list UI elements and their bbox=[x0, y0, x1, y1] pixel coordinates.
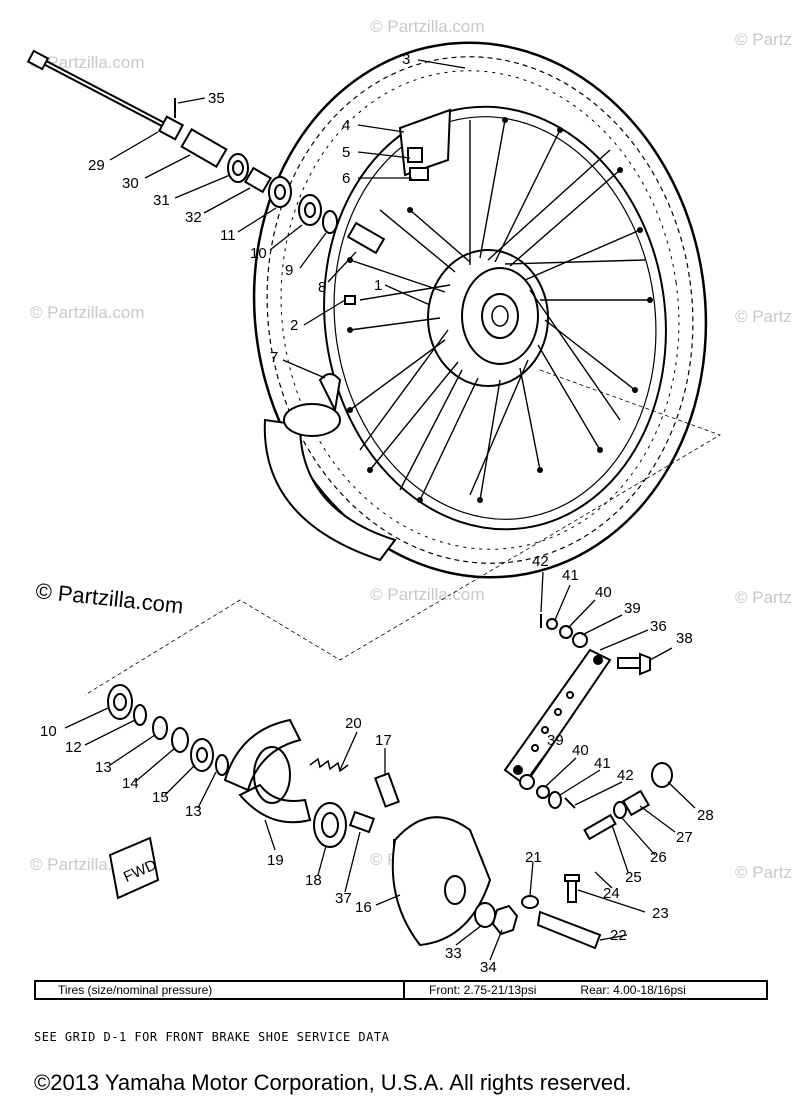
tire-spec-label: Tires (size/nominal pressure) bbox=[36, 982, 405, 998]
callout-42: 42 bbox=[617, 767, 634, 784]
callout-4: 4 bbox=[342, 117, 350, 134]
tube-valve-parts bbox=[398, 108, 452, 181]
callout-40: 40 bbox=[595, 584, 612, 601]
callout-6: 6 bbox=[342, 170, 350, 187]
watermark: © Partz bbox=[735, 307, 792, 326]
callout-1: 1 bbox=[374, 277, 382, 294]
callout-34: 34 bbox=[480, 959, 497, 976]
watermark: © Partz bbox=[735, 863, 792, 882]
callout-20: 20 bbox=[345, 715, 362, 732]
callout-10: 10 bbox=[40, 723, 57, 740]
front-wheel bbox=[252, 41, 708, 579]
leader-lines bbox=[64, 59, 696, 961]
callout-25: 25 bbox=[625, 869, 642, 886]
watermark: © Partz bbox=[735, 588, 792, 607]
tire-spec-values: Front: 2.75-21/13psi Rear: 4.00-18/16psi bbox=[405, 982, 766, 998]
watermark: © Partzilla.com bbox=[370, 585, 485, 604]
tire-cutaway bbox=[263, 373, 397, 562]
callout-16: 16 bbox=[355, 899, 372, 916]
callout-24: 24 bbox=[603, 885, 620, 902]
callout-2: 2 bbox=[290, 317, 298, 334]
copyright-notice: ©2013 Yamaha Motor Corporation, U.S.A. A… bbox=[34, 1070, 632, 1095]
watermark: © Partz bbox=[735, 30, 792, 49]
axle-assembly bbox=[26, 49, 386, 305]
callout-10: 10 bbox=[250, 245, 267, 262]
service-note: SEE GRID D-1 FOR FRONT BRAKE SHOE SERVIC… bbox=[34, 1030, 390, 1044]
callout-13: 13 bbox=[95, 759, 112, 776]
tire-spec-rear: Rear: 4.00-18/16psi bbox=[580, 983, 686, 997]
watermark-main: © Partzilla.com bbox=[34, 578, 184, 618]
callout-19: 19 bbox=[267, 852, 284, 869]
tire-spec-front: Front: 2.75-21/13psi bbox=[429, 983, 537, 997]
brake-assembly bbox=[107, 614, 673, 950]
callout-11: 11 bbox=[220, 227, 236, 244]
callout-27: 27 bbox=[676, 829, 693, 846]
callout-26: 26 bbox=[650, 849, 667, 866]
callout-8: 8 bbox=[318, 279, 326, 296]
callouts: 3 35 4 5 6 29 30 31 32 11 10 9 8 1 2 7 4… bbox=[40, 51, 714, 976]
callout-18: 18 bbox=[305, 872, 322, 889]
callout-39: 39 bbox=[624, 600, 641, 617]
callout-15: 15 bbox=[152, 789, 169, 806]
callout-17: 17 bbox=[375, 732, 392, 749]
tire-spec-table: Tires (size/nominal pressure) Front: 2.7… bbox=[34, 980, 768, 1000]
assembly-dash-line bbox=[84, 369, 721, 696]
callout-39: 39 bbox=[547, 732, 564, 749]
callout-5: 5 bbox=[342, 144, 350, 161]
callout-12: 12 bbox=[65, 739, 82, 756]
callout-37: 37 bbox=[335, 890, 352, 907]
callout-22: 22 bbox=[610, 927, 627, 944]
callout-3: 3 bbox=[402, 51, 410, 68]
callout-32: 32 bbox=[185, 209, 202, 226]
callout-21: 21 bbox=[525, 849, 542, 866]
callout-38: 38 bbox=[676, 630, 693, 647]
callout-7: 7 bbox=[270, 349, 278, 366]
callout-30: 30 bbox=[122, 175, 139, 192]
watermark: © Partzilla.com bbox=[370, 17, 485, 36]
watermark: © Partzilla.com bbox=[30, 303, 145, 322]
callout-36: 36 bbox=[650, 618, 667, 635]
callout-41: 41 bbox=[594, 755, 611, 772]
callout-9: 9 bbox=[285, 262, 293, 279]
callout-40: 40 bbox=[572, 742, 589, 759]
callout-41: 41 bbox=[562, 567, 579, 584]
callout-35: 35 bbox=[208, 90, 225, 107]
callout-42: 42 bbox=[532, 553, 549, 570]
callout-13: 13 bbox=[185, 803, 202, 820]
callout-28: 28 bbox=[697, 807, 714, 824]
callout-29: 29 bbox=[88, 157, 105, 174]
fwd-arrow: FWD bbox=[108, 836, 159, 900]
callout-14: 14 bbox=[122, 775, 139, 792]
callout-23: 23 bbox=[652, 905, 669, 922]
callout-33: 33 bbox=[445, 945, 462, 962]
callout-31: 31 bbox=[153, 192, 170, 209]
